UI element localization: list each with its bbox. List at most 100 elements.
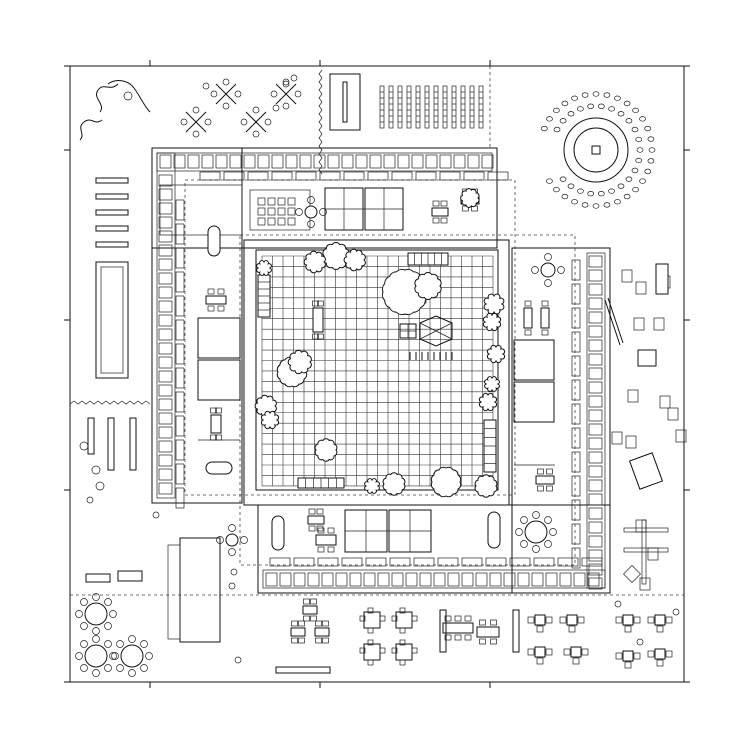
chair bbox=[217, 305, 225, 312]
stool bbox=[282, 78, 290, 86]
locker bbox=[175, 439, 185, 461]
chair bbox=[308, 525, 316, 532]
wall-cell bbox=[588, 465, 603, 478]
marker bbox=[152, 511, 160, 519]
stool bbox=[104, 664, 112, 672]
seat-row bbox=[433, 85, 439, 129]
wall-cell bbox=[341, 154, 354, 169]
pod-desk bbox=[622, 650, 634, 662]
wall-cell bbox=[187, 154, 200, 169]
wall-cell bbox=[588, 563, 603, 576]
stool bbox=[295, 208, 303, 216]
seat-row bbox=[388, 85, 394, 129]
amphi-seat bbox=[571, 199, 578, 205]
amphi-seat bbox=[546, 116, 553, 122]
chair bbox=[322, 620, 329, 627]
desk bbox=[287, 217, 296, 226]
amphi-seat bbox=[614, 95, 621, 101]
marker bbox=[95, 481, 105, 491]
wall-cell bbox=[559, 572, 572, 587]
chair bbox=[675, 429, 687, 443]
wall-cell bbox=[158, 328, 173, 341]
wall-cell bbox=[588, 283, 603, 296]
wall-cell bbox=[307, 572, 320, 587]
stool bbox=[145, 652, 153, 660]
wall-cell bbox=[215, 154, 228, 169]
amphi-seat bbox=[631, 126, 639, 133]
seat-row bbox=[460, 85, 466, 129]
chair bbox=[527, 616, 535, 624]
amphi-seat bbox=[625, 118, 633, 124]
locker bbox=[509, 557, 531, 567]
marker bbox=[79, 441, 89, 451]
amphi-seat bbox=[567, 183, 575, 189]
chair bbox=[615, 652, 623, 660]
seat-row bbox=[415, 85, 421, 129]
stool bbox=[92, 635, 100, 643]
chair bbox=[524, 300, 532, 307]
locker bbox=[557, 557, 579, 567]
table bbox=[535, 475, 555, 485]
locker bbox=[175, 487, 185, 509]
locker bbox=[175, 199, 185, 221]
chair bbox=[490, 638, 497, 645]
chair bbox=[399, 607, 406, 614]
wall-cell bbox=[158, 468, 173, 481]
stool bbox=[532, 511, 540, 519]
locker bbox=[487, 171, 509, 181]
locker bbox=[247, 171, 269, 181]
chair bbox=[624, 661, 632, 669]
wall-cell bbox=[411, 154, 424, 169]
locker bbox=[293, 557, 315, 567]
table bbox=[476, 626, 500, 638]
stool bbox=[270, 90, 278, 98]
locker bbox=[415, 171, 437, 181]
wall-cell bbox=[158, 426, 173, 439]
cross-bench bbox=[275, 83, 297, 105]
stool bbox=[307, 220, 315, 228]
wall-cell bbox=[158, 258, 173, 271]
chair bbox=[665, 616, 673, 624]
chair bbox=[310, 615, 317, 622]
wall-cell bbox=[293, 572, 306, 587]
stool bbox=[520, 540, 528, 548]
chair bbox=[536, 657, 544, 665]
table bbox=[628, 452, 664, 490]
locker bbox=[461, 557, 483, 567]
chair bbox=[367, 607, 374, 614]
site-boundary bbox=[64, 60, 690, 688]
pill-table bbox=[271, 515, 285, 551]
stool bbox=[109, 610, 117, 618]
wall-cell bbox=[257, 154, 270, 169]
wall-cell bbox=[279, 572, 292, 587]
chair bbox=[667, 407, 679, 421]
wall-cell bbox=[588, 381, 603, 394]
tree bbox=[486, 344, 506, 364]
wall-cell bbox=[363, 572, 376, 587]
stool bbox=[104, 640, 112, 648]
chair bbox=[444, 615, 452, 622]
chair bbox=[568, 625, 576, 633]
stool bbox=[544, 279, 552, 287]
wall-cell bbox=[489, 572, 502, 587]
tree bbox=[256, 260, 272, 276]
amphi-seat bbox=[571, 95, 578, 101]
locker bbox=[413, 557, 435, 567]
table bbox=[210, 414, 222, 434]
desk bbox=[257, 217, 266, 226]
stool bbox=[92, 627, 100, 635]
stool bbox=[252, 106, 260, 114]
chair bbox=[665, 650, 673, 658]
amphi-seat bbox=[553, 126, 561, 133]
chair bbox=[647, 616, 655, 624]
chair bbox=[310, 598, 317, 605]
stool bbox=[515, 528, 523, 536]
amphi-seat bbox=[608, 188, 615, 194]
locker bbox=[199, 171, 221, 181]
amphi-seat bbox=[639, 178, 646, 184]
wall-cell bbox=[587, 572, 600, 587]
chair bbox=[303, 598, 310, 605]
shelf bbox=[641, 519, 647, 585]
stool bbox=[222, 102, 230, 110]
south-wing-rooms bbox=[344, 509, 432, 553]
